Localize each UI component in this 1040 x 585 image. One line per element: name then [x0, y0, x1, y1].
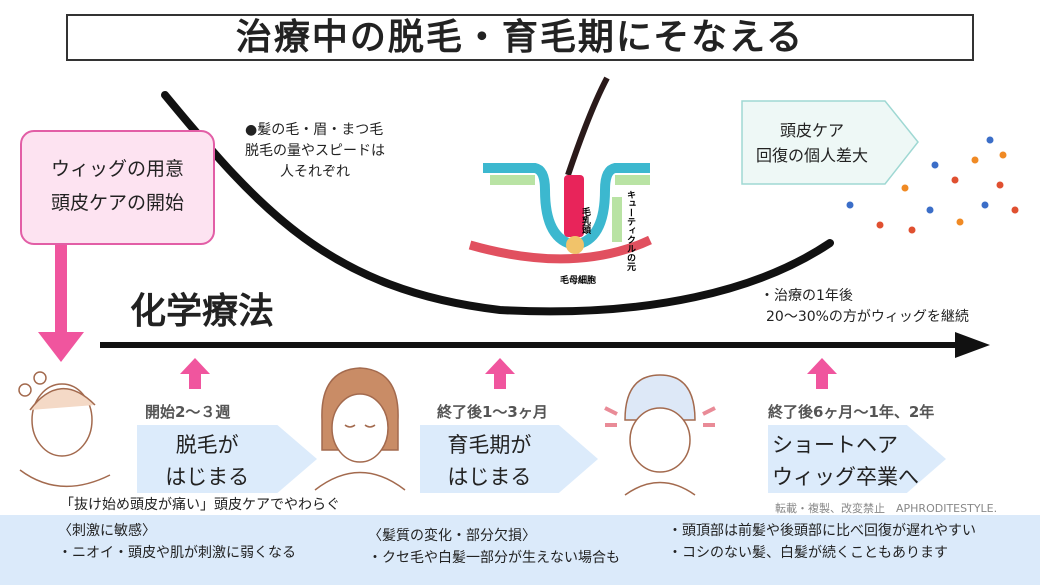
papilla-label: 毛乳頭 — [580, 206, 591, 235]
col1-text: ・ニオイ・頭皮や肌が刺激に弱くなる — [58, 545, 296, 561]
col2-text: ・クセ毛や白髪一部分が生えない場合も — [368, 550, 620, 566]
stage-2-timing: 終了後1〜3ヶ月 — [437, 403, 548, 421]
hair-note: ●髪の毛・眉・まつ毛 脱毛の量やスピードは 人それぞれ — [245, 120, 385, 183]
recovery-box-shape — [741, 100, 919, 185]
col2-heading: 〈髪質の変化・部分欠損〉 — [368, 528, 536, 544]
col3-line-2: ・コシのない髪、白髪が続くこともあります — [668, 545, 948, 561]
stage-3-line-1: ショートヘア — [772, 433, 898, 457]
woman-short-hair-illustration — [314, 367, 406, 491]
stage-up-arrows — [180, 358, 837, 389]
stage-1-timing: 開始2〜３週 — [145, 403, 231, 421]
bottom-col-1: 〈刺激に敏感〉 ・ニオイ・頭皮や肌が刺激に弱くなる — [58, 520, 296, 564]
hair-note-line-2: 脱毛の量やスピードは — [245, 143, 385, 159]
cuticle-label: キューティクルの元 — [625, 190, 636, 272]
recovery-variation-dots — [846, 136, 1019, 234]
after-year-line-2: 20〜30%の方がウィッグを継続 — [766, 309, 969, 325]
stage-1-line-1: 脱毛が — [175, 433, 239, 457]
stage-3-box: ショートヘア ウィッグ卒業へ — [768, 425, 946, 493]
bottom-band: 〈刺激に敏感〉 ・ニオイ・頭皮や肌が刺激に弱くなる 〈髪質の変化・部分欠損〉 ・… — [0, 515, 1040, 585]
recovery-line-2: 回復の個人差大 — [755, 146, 868, 165]
matrix-label: 毛母細胞 — [560, 274, 596, 286]
prep-box: ウィッグの用意 頭皮ケアの開始 — [20, 130, 215, 245]
pink-down-arrow — [38, 245, 84, 362]
stage-2-line-1: 育毛期が — [447, 433, 532, 457]
after-year-line-1: ・治療の1年後 — [760, 288, 853, 304]
chemotherapy-label: 化学療法 — [130, 291, 275, 332]
after-year-note: ・治療の1年後 20〜30%の方がウィッグを継続 — [760, 286, 969, 328]
woman-head-wrap-illustration — [604, 374, 716, 496]
recovery-box: 頭皮ケア 回復の個人差大 — [742, 118, 882, 168]
scalp-note: 「抜け始め頭皮が痛い」頭皮ケアでやわらぐ — [60, 497, 340, 513]
stage-3-line-2: ウィッグ卒業へ — [772, 465, 919, 489]
col3-line-1: ・頭頂部は前髪や後頭部に比べ回復が遅れやすい — [668, 523, 976, 539]
stage-2-line-2: はじまる — [447, 465, 532, 489]
woman-washing-hair-illustration — [18, 371, 111, 488]
bottom-col-2: 〈髪質の変化・部分欠損〉 ・クセ毛や白髪一部分が生えない場合も — [368, 525, 620, 569]
prep-line-2: 頭皮ケアの開始 — [50, 192, 184, 214]
hair-note-line-3: 人それぞれ — [280, 164, 350, 180]
copyright: 転載・複製、改変禁止 APHRODITESTYLE. — [775, 502, 998, 515]
recovery-line-1: 頭皮ケア — [779, 121, 844, 140]
stage-2-box: 育毛期が はじまる — [420, 425, 598, 493]
col1-heading: 〈刺激に敏感〉 — [58, 523, 156, 539]
timeline-arrow — [100, 332, 990, 358]
hair-follicle-illustration — [468, 76, 652, 264]
stage-3-timing: 終了後6ヶ月〜1年、2年 — [768, 403, 935, 421]
bottom-col-3: ・頭頂部は前髪や後頭部に比べ回復が遅れやすい ・コシのない髪、白髪が続くこともあ… — [668, 520, 976, 564]
hair-volume-curve — [161, 91, 834, 316]
stage-1-box: 脱毛が はじまる — [137, 425, 317, 493]
page-title: 治療中の脱毛・育毛期にそなえる — [66, 14, 974, 61]
prep-line-1: ウィッグの用意 — [50, 158, 184, 180]
stage-1-line-2: はじまる — [165, 465, 250, 489]
hair-note-line-1: ●髪の毛・眉・まつ毛 — [245, 122, 384, 138]
